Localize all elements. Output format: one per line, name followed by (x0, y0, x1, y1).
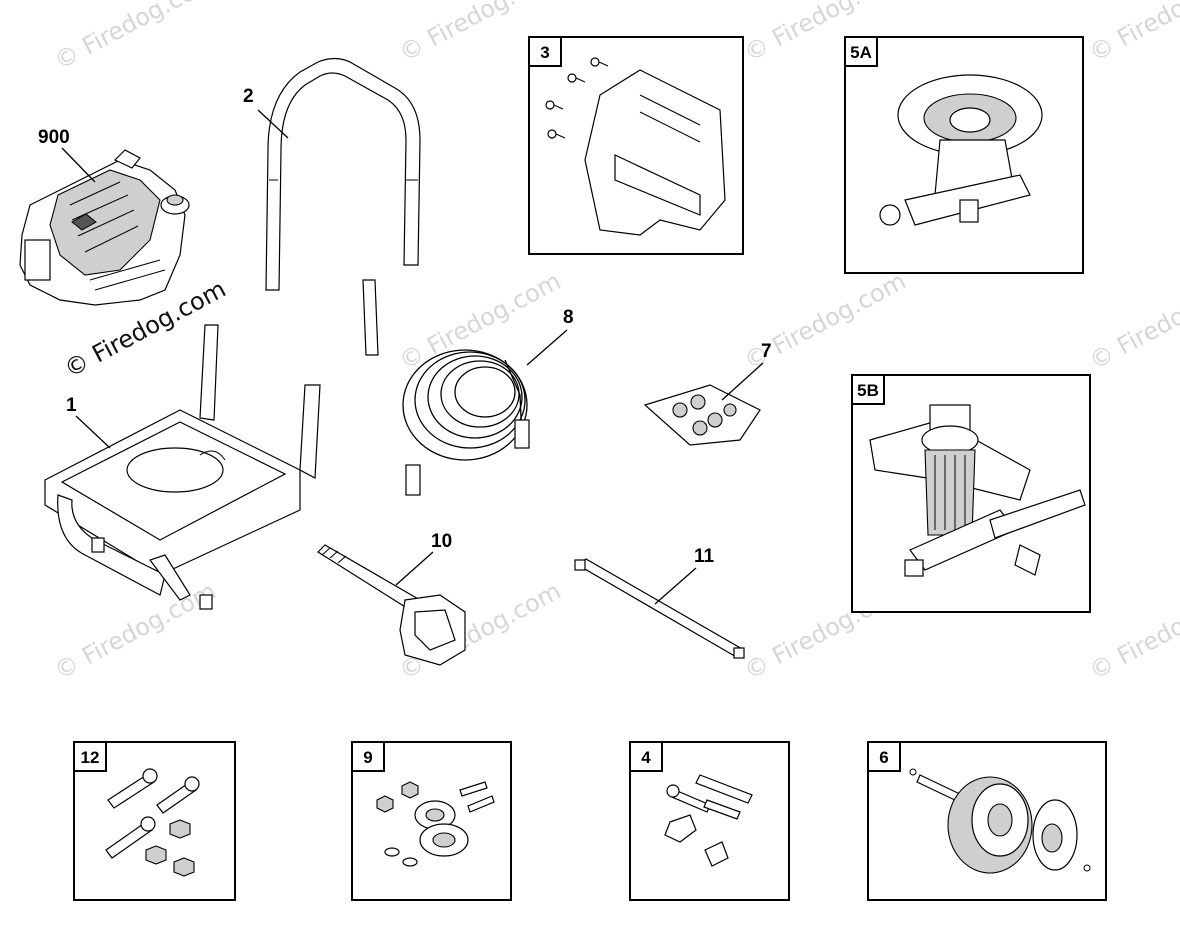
leader-line (75, 415, 111, 449)
leader-line (654, 567, 697, 605)
wand-part (574, 558, 745, 659)
watermark: © Firedog.com (395, 267, 566, 376)
box-label: 4 (641, 748, 651, 767)
bracket-box: 3 (528, 36, 744, 255)
frame-part (44, 324, 321, 610)
handle-hardware-box: 4 (629, 741, 790, 901)
gun-part (317, 544, 466, 666)
callout-handle: 2 (243, 86, 254, 107)
watermark: © Firedog.com (50, 0, 221, 75)
box-label: 5B (857, 381, 879, 400)
watermark: © Firedog.com (1085, 0, 1180, 67)
leader-line (395, 551, 434, 586)
callout-wand: 11 (694, 546, 715, 567)
hose-part (402, 349, 530, 496)
box-label: 9 (363, 748, 372, 767)
callout-frame: 1 (66, 395, 77, 416)
box-label: 3 (540, 43, 549, 62)
box-label: 12 (81, 748, 100, 767)
pump-a-box: 5A (844, 36, 1084, 274)
leader-line (526, 329, 568, 366)
watermark: © Firedog.com (1085, 267, 1180, 376)
bolts-box: 12 (73, 741, 236, 901)
watermark: © Firedog.com (1085, 577, 1180, 686)
engine-part (19, 149, 190, 306)
callout-gun: 10 (431, 531, 452, 552)
box-label: 5A (850, 43, 872, 62)
handle-part (265, 57, 421, 356)
leader-line (61, 147, 96, 183)
leader-line (257, 109, 289, 139)
leader-line (721, 362, 764, 401)
watermark: © Firedog.com (50, 577, 221, 686)
nozzles-part (643, 384, 761, 446)
hardware-box: 9 (351, 741, 512, 901)
pump-b-box: 5B (851, 374, 1091, 613)
box-label: 6 (879, 748, 888, 767)
callout-nozzles: 7 (761, 341, 772, 362)
wheel-kit-box: 6 (867, 741, 1107, 901)
callout-engine: 900 (38, 127, 70, 148)
callout-hose: 8 (563, 307, 574, 328)
